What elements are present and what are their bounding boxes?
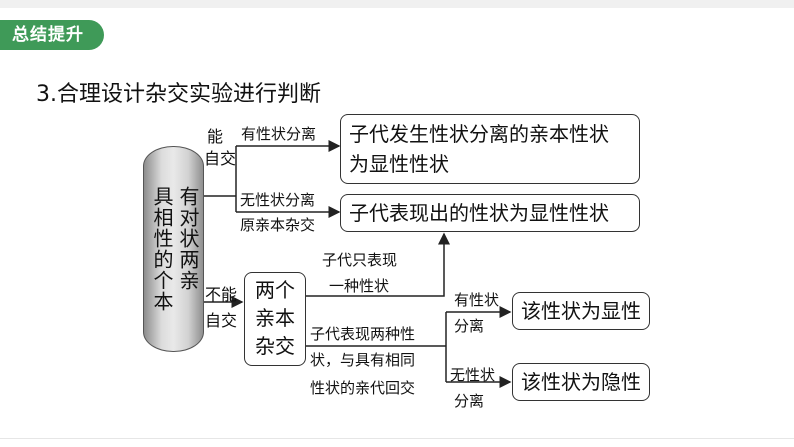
result-box-1: 子代发生性状分离的亲本性状 为显性性状 [340, 114, 640, 184]
result-1-line-1: 子代发生性状分离的亲本性状 [349, 122, 609, 146]
result-box-2: 子代表现出的性状为显性性状 [340, 194, 640, 232]
result-3-text: 该性状为显性 [521, 299, 641, 323]
label-seg-no-1: 无性状 [450, 366, 496, 384]
label-segregation-yes: 有性状分离 [241, 125, 317, 143]
result-2-text: 子代表现出的性状为显性性状 [349, 201, 609, 225]
root-label-col2: 具相性的个本 [150, 186, 174, 312]
result-box-4: 该性状为隐性 [512, 363, 650, 401]
label-can-self: 自交 [204, 149, 237, 168]
result-box-3: 该性状为显性 [512, 292, 650, 330]
label-two-traits-3: 性状的亲代回交 [310, 379, 416, 397]
label-can: 能 [207, 127, 224, 146]
top-bar [0, 0, 794, 8]
cross-box-line-3: 杂交 [255, 334, 295, 358]
root-label-col1: 有对状两亲 [176, 186, 200, 291]
label-seg-yes-1: 有性状 [454, 291, 500, 309]
result-4-text: 该性状为隐性 [521, 370, 641, 394]
label-two-traits-1: 子代表现两种性 [310, 325, 416, 343]
label-segregation-no: 无性状分离 [240, 191, 316, 209]
label-one-trait-1: 子代只表现 [322, 251, 398, 269]
label-two-traits-2: 状，与具有相同 [310, 351, 416, 369]
label-seg-no-2: 分离 [454, 392, 485, 410]
bottom-divider [0, 438, 794, 439]
cross-box: 两个 亲本 杂交 [244, 272, 306, 366]
arrow-one-trait-to-result-2 [306, 232, 450, 297]
root-pill [143, 146, 204, 352]
section-badge: 总结提升 [0, 20, 104, 50]
cross-box-line-1: 两个 [255, 278, 295, 302]
result-1-line-2: 为显性性状 [349, 152, 449, 176]
page-title: 3.合理设计杂交实验进行判断 [36, 82, 321, 107]
label-seg-yes-2: 分离 [454, 317, 485, 335]
cross-box-line-2: 亲本 [255, 306, 295, 330]
label-one-trait-2: 一种性状 [329, 277, 390, 295]
label-cannot: 不能 [205, 285, 238, 304]
label-cross-parents: 原亲本杂交 [240, 216, 316, 234]
label-cannot-self: 自交 [205, 311, 238, 330]
